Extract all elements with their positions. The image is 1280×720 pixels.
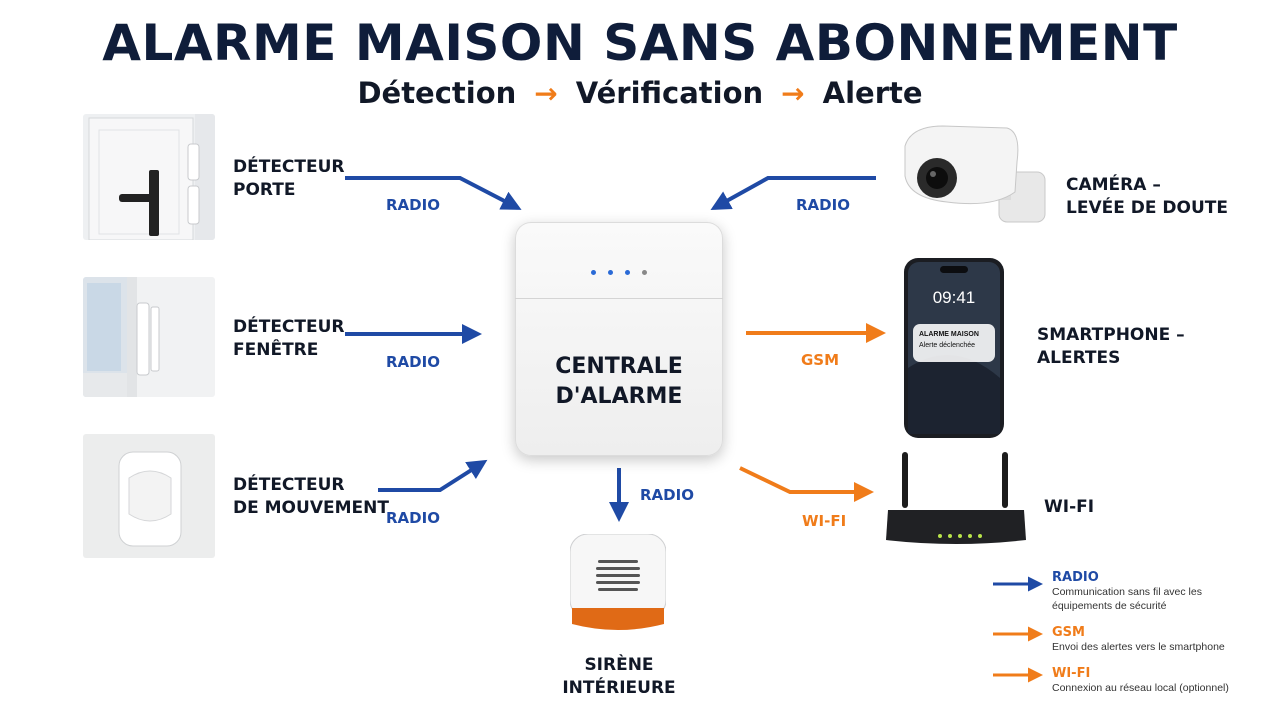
notification-title: ALARME MAISON	[919, 331, 979, 338]
phone-clock: 09:41	[932, 288, 976, 307]
camera-image	[903, 122, 1051, 226]
motion-sensor-label: DÉTECTEUR DE MOUVEMENT	[233, 474, 389, 520]
legend-item-wifi: WI-FI Connexion au réseau local (optionn…	[1052, 666, 1272, 695]
door-link-label: RADIO	[386, 196, 440, 214]
legend-title-wifi: WI-FI	[1052, 666, 1091, 681]
hub-status-leds	[515, 270, 723, 275]
hub-label-line1: CENTRALE	[555, 354, 683, 379]
camera-label-line1: CAMÉRA –	[1066, 175, 1161, 195]
hub-divider	[515, 298, 723, 299]
router-image	[884, 452, 1028, 548]
door-sensor-label-line1: DÉTECTEUR	[233, 157, 345, 177]
step-arrow-1: →	[534, 76, 558, 110]
legend-item-gsm: GSM Envoi des alertes vers le smartphone	[1052, 625, 1272, 654]
page-title: ALARME MAISON SANS ABONNEMENT	[102, 14, 1178, 72]
arrow-motion-radio	[378, 459, 488, 492]
legend-item-radio: RADIO Communication sans fil avec les éq…	[1052, 570, 1272, 613]
window-sensor-label-line2: FENÊTRE	[233, 340, 319, 360]
legend-title-gsm: GSM	[1052, 625, 1085, 640]
step-alerte: Alerte	[822, 76, 923, 110]
arrow-router-wifi	[739, 466, 874, 502]
arrow-door-radio	[345, 176, 522, 210]
siren-link-label: RADIO	[640, 486, 694, 504]
motion-sensor-image	[83, 434, 215, 558]
hub-label-line2: D'ALARME	[555, 384, 683, 409]
siren-label-line1: SIRÈNE	[584, 655, 654, 675]
door-sensor-label: DÉTECTEUR PORTE	[233, 156, 345, 202]
siren-image	[569, 533, 667, 646]
alarm-hub: CENTRALE D'ALARME	[515, 222, 723, 456]
led-icon	[608, 270, 613, 275]
motion-sensor-label-line2: DE MOUVEMENT	[233, 498, 389, 518]
legend-desc-wifi: Connexion au réseau local (optionnel)	[1052, 682, 1229, 694]
camera-label-line2: LEVÉE DE DOUTE	[1066, 198, 1228, 218]
door-sensor-label-line2: PORTE	[233, 180, 296, 200]
shield-icon	[591, 270, 596, 275]
siren-label: SIRÈNE INTÉRIEURE	[540, 654, 698, 700]
siren-label-line2: INTÉRIEURE	[562, 678, 676, 698]
smartphone-label: SMARTPHONE – ALERTES	[1037, 324, 1185, 370]
led-icon	[642, 270, 647, 275]
window-sensor-label: DÉTECTEUR FENÊTRE	[233, 316, 345, 362]
step-arrow-2: →	[781, 76, 805, 110]
router-link-label: WI-FI	[802, 512, 847, 530]
led-icon	[625, 270, 630, 275]
camera-label: CAMÉRA – LEVÉE DE DOUTE	[1066, 174, 1228, 220]
motion-link-label: RADIO	[386, 509, 440, 527]
process-steps: Détection → Vérification → Alerte	[0, 76, 1280, 110]
legend-desc-radio: Communication sans fil avec les équipeme…	[1052, 586, 1202, 612]
motion-sensor-label-line1: DÉTECTEUR	[233, 475, 345, 495]
window-link-label: RADIO	[386, 353, 440, 371]
notification-body: Alerte déclenchée	[919, 342, 976, 349]
step-detection: Détection	[357, 76, 517, 110]
router-label: WI-FI	[1044, 497, 1095, 517]
camera-link-label: RADIO	[796, 196, 850, 214]
smartphone-label-line2: ALERTES	[1037, 348, 1121, 368]
phone-link-label: GSM	[801, 351, 840, 369]
window-sensor-label-line1: DÉTECTEUR	[233, 317, 345, 337]
legend-title-radio: RADIO	[1052, 570, 1099, 585]
hub-label: CENTRALE D'ALARME	[515, 352, 723, 412]
legend-desc-gsm: Envoi des alertes vers le smartphone	[1052, 641, 1225, 653]
arrow-camera-radio	[710, 176, 876, 210]
window-sensor-image	[83, 277, 215, 397]
step-verification: Vérification	[575, 76, 764, 110]
smartphone-label-line1: SMARTPHONE –	[1037, 325, 1185, 345]
phone-notification: ALARME MAISON Alerte déclenchée	[913, 324, 995, 362]
door-sensor-image	[83, 114, 215, 240]
